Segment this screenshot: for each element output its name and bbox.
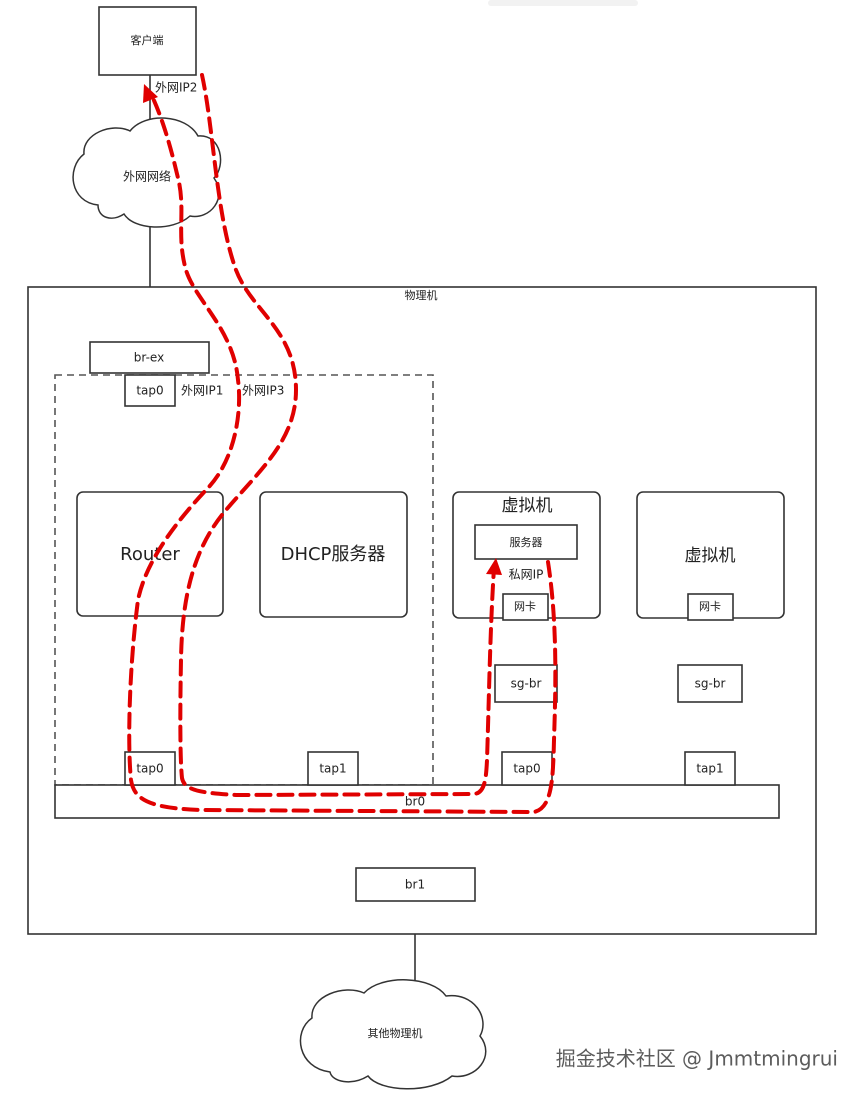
wan-ip3-label: 外网IP3 [242,384,284,398]
top-artifact [488,0,638,6]
server-label: 服务器 [510,536,543,549]
physical-host-label: 物理机 [405,288,438,302]
inbound-traffic-path [127,94,558,814]
internet-label: 外网网络 [123,169,171,184]
vm1-nic-box [502,593,549,621]
vm1-sg-br-label: sg-br [511,677,542,691]
vm2-tap1-box [684,751,736,786]
wan-ip2-label: 外网IP2 [155,81,197,95]
other-hosts-cloud-icon [299,979,487,1090]
br0-label: br0 [405,795,425,809]
vm2-label: 虚拟机 [685,546,736,566]
dhcp-server-box [259,491,408,618]
client-box [98,6,197,76]
vm2-sg-br-label: sg-br [695,677,726,691]
outbound-traffic-path [178,73,496,797]
vm2-sg-br-box [677,664,743,703]
vm2-nic-label: 网卡 [699,600,721,613]
client-label: 客户端 [131,33,164,47]
vm2-tap1-label: tap1 [696,762,723,776]
private-ip-label: 私网IP [509,568,544,582]
arrowhead-to-client [143,84,158,103]
router-box [76,491,224,617]
vm1-tap0-box [501,751,553,786]
br1-label: br1 [405,878,425,892]
dhcp-tap1-label: tap1 [319,762,346,776]
vm1-tap0-label: tap0 [513,762,540,776]
br-ex-box [89,341,210,374]
other-hosts-label: 其他物理机 [368,1026,423,1040]
tap0-top-box [124,374,176,407]
dhcp-tap1-box [307,751,359,786]
router-label: Router [120,544,180,565]
watermark: 掘金技术社区 @ Jmmtmingrui [556,1047,838,1071]
server-box [474,524,578,560]
tap0-top-label: tap0 [136,384,163,398]
vm2-nic-box [687,593,734,621]
internet-cloud-icon [72,117,222,228]
br1-box [355,867,476,902]
wan-ip1-label: 外网IP1 [181,384,223,398]
router-tap0-box [124,751,176,786]
arrowhead-to-server [486,558,502,575]
vm1-label: 虚拟机 [502,496,553,516]
vm1-nic-label: 网卡 [514,600,536,613]
dhcp-server-label: DHCP服务器 [281,544,386,565]
br-ex-label: br-ex [134,351,164,365]
router-tap0-label: tap0 [136,762,163,776]
